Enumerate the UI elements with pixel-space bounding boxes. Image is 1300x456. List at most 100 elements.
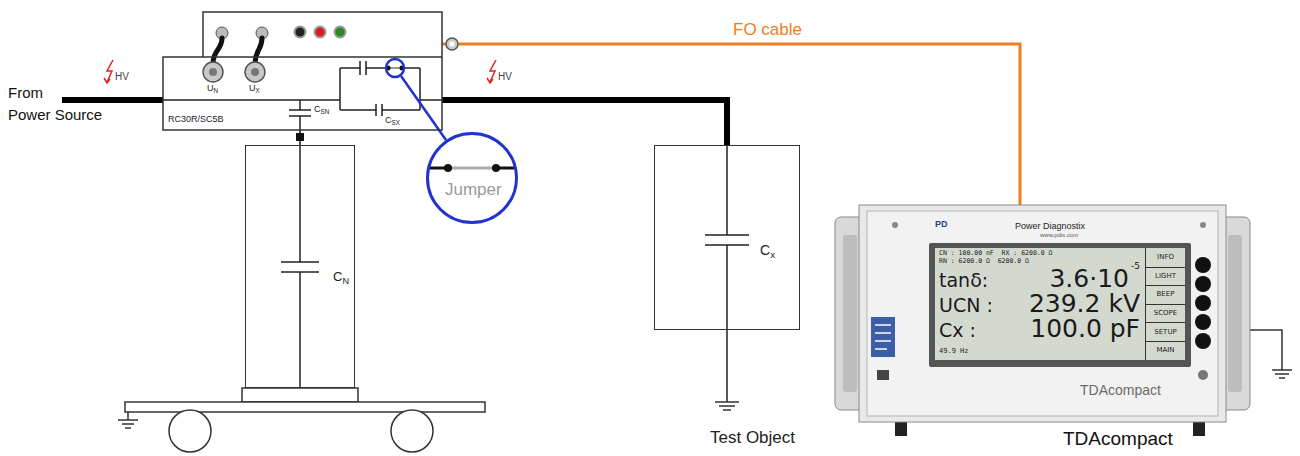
jumper-dot <box>492 164 500 172</box>
hv-flash <box>487 60 496 83</box>
lcd-quantity: tanδ: <box>939 271 988 290</box>
jumper-link <box>448 167 496 170</box>
cart-wheel <box>169 410 211 452</box>
panel-lamp <box>294 26 307 39</box>
front-model-name: TDAcompact <box>1080 382 1161 398</box>
ground-symbol <box>1250 330 1292 378</box>
menu-button: SCOPE <box>1145 304 1185 323</box>
panel-lamp <box>334 26 347 39</box>
screw <box>1200 222 1206 228</box>
push-button <box>1195 276 1211 292</box>
push-button <box>1195 314 1211 330</box>
push-button <box>1195 257 1211 273</box>
terminal-label: UX <box>249 83 260 93</box>
fo-socket <box>446 38 458 50</box>
button-label: SCOPE <box>1154 310 1178 317</box>
measuring-cable <box>213 38 262 63</box>
bnc-pin <box>251 68 259 76</box>
push-button <box>1195 295 1211 311</box>
lcd-value: 3.6·10 <box>1049 266 1129 291</box>
capacitor-symbol <box>340 61 420 116</box>
column-base <box>242 388 358 402</box>
instrument-title: TDAcompact <box>1063 428 1173 450</box>
cart-wheel <box>391 410 433 452</box>
supply-lead <box>62 97 163 103</box>
subscript: SX <box>392 119 400 126</box>
source-label: Power Source <box>8 106 102 123</box>
lcd-value: 239.2 kV <box>1029 291 1140 316</box>
screen-bezel <box>929 243 1191 367</box>
panel-lamp <box>316 28 325 37</box>
bnc-pin <box>209 68 217 76</box>
ground-symbol <box>118 412 138 428</box>
hv-mark: HV <box>115 71 129 83</box>
jumper-wire <box>428 167 516 170</box>
source-label: From <box>8 84 43 101</box>
fo-socket-core <box>450 42 455 47</box>
button-label: INFO <box>1157 254 1174 261</box>
jumper-callout: Jumper <box>426 132 518 224</box>
handle-grip <box>1228 235 1242 392</box>
hv-lead <box>442 100 727 145</box>
tda-instrument: PDPower Diagnostixwww.pdix.comTDAcompact… <box>835 205 1250 422</box>
fo-cable <box>442 44 1020 205</box>
lcd-exponent: -5 <box>1131 262 1140 271</box>
capacitor-symbol <box>281 145 319 388</box>
panel-lamp <box>336 28 345 37</box>
hv-mark: HV <box>498 71 512 83</box>
component-label: CSN <box>314 104 329 114</box>
subscript: N <box>214 87 219 94</box>
object-title: Test Object <box>710 428 795 448</box>
component-label: CN <box>333 270 349 285</box>
lcd-status: CN : 100.00 nF RX : 6200.0 Ω <box>939 250 1053 257</box>
component-label: Cx <box>760 242 775 258</box>
usb-port <box>877 370 889 380</box>
sticker-lines <box>875 325 891 349</box>
menu-button: MAIN <box>1145 341 1185 360</box>
instrument-foot <box>1193 422 1205 436</box>
node-outline <box>163 10 442 130</box>
hv-tap-wire <box>299 130 301 145</box>
bnc-connector <box>245 62 265 82</box>
subscript: N <box>342 276 349 286</box>
lcd-screen: CN : 100.00 nF RX : 6200.0 ΩRN : 6200.0 … <box>935 248 1185 360</box>
callout-label: Jumper <box>445 180 502 200</box>
lcd-quantity: UCN : <box>939 296 993 315</box>
lcd-frequency: 49.9 Hz <box>939 348 969 356</box>
menu-button: LIGHT <box>1145 267 1185 286</box>
jumper-dot <box>444 164 452 172</box>
test-object-box: CxTest Object <box>654 145 800 330</box>
brand-name: Power Diagnostix <box>1015 221 1085 231</box>
brand-logo: PD <box>935 219 948 229</box>
button-label: LIGHT <box>1155 273 1176 280</box>
push-button <box>1195 333 1211 349</box>
capacitor-column: CN <box>245 145 355 388</box>
internal-bus <box>163 99 442 101</box>
bnc-connector <box>203 62 223 82</box>
component-label: CSX <box>385 115 400 125</box>
instrument-case <box>859 205 1226 422</box>
menu-button: SETUP <box>1145 322 1185 341</box>
button-label: BEEP <box>1157 291 1175 298</box>
lcd-value: 100.0 pF <box>1030 316 1140 341</box>
ground-symbol <box>715 402 739 410</box>
menu-button: INFO <box>1145 248 1185 267</box>
subscript: SN <box>321 108 330 115</box>
cable-label: FO cable <box>733 20 802 40</box>
hv-flash <box>104 60 113 83</box>
panel-lamp <box>314 26 327 39</box>
screw <box>892 222 898 228</box>
subscript: x <box>770 249 775 260</box>
instrument-foot <box>895 422 907 436</box>
terminal-label: UN <box>207 83 218 93</box>
capacitor-symbol <box>705 145 749 402</box>
subscript: X <box>256 87 260 94</box>
button-label: SETUP <box>1154 329 1177 336</box>
ratio-unit: RC30R/SC5BUNUXCSNCSX <box>163 10 442 130</box>
capacitor-symbol <box>289 100 311 130</box>
button-label: MAIN <box>1156 347 1174 354</box>
knob <box>1198 370 1208 380</box>
cart-platform <box>125 402 485 412</box>
panel-lamp <box>296 28 305 37</box>
